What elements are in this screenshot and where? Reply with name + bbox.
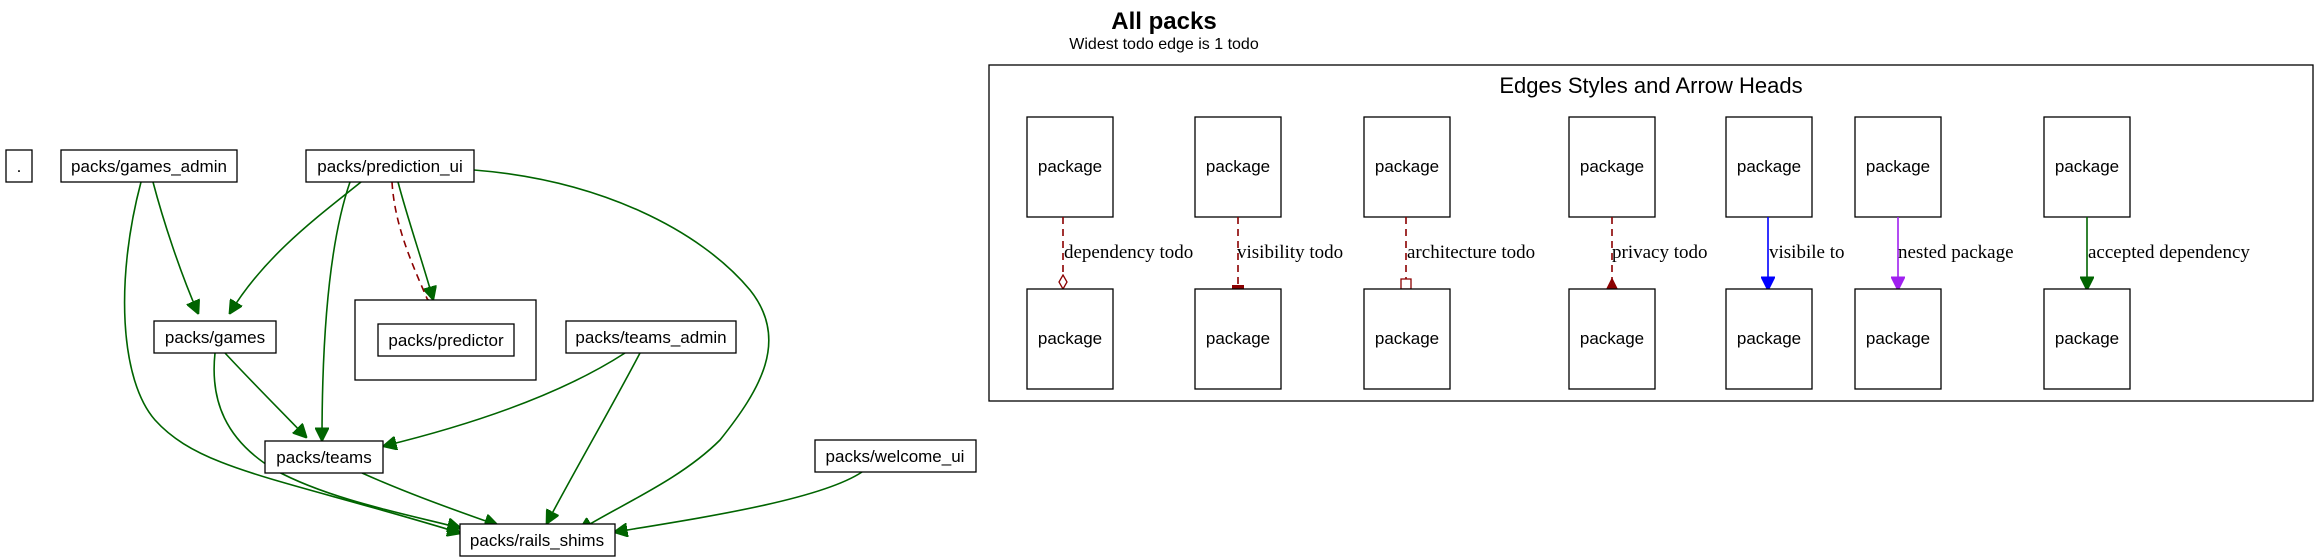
- edge-games-to-teams: [224, 352, 306, 437]
- legend-item-visible-to: package visibile to package: [1725, 116, 1844, 390]
- legend-target-node: [1568, 288, 1656, 390]
- legend-item-architecture-todo: package architecture todo package: [1363, 116, 1535, 390]
- edge-teams-to-rails-shims: [361, 472, 497, 525]
- legend-edge-label: privacy todo: [1612, 242, 1708, 263]
- package-node-games-admin[interactable]: packs/games_admin: [60, 149, 238, 183]
- package-label-root: .: [17, 157, 22, 176]
- legend-edge-label: visibile to: [1769, 242, 1844, 263]
- legend-edge-label: visibility todo: [1237, 242, 1343, 263]
- edge-prediction-ui-to-games: [230, 181, 362, 313]
- legend-source-label: package: [1375, 157, 1439, 176]
- package-label-teams: packs/teams: [276, 448, 371, 467]
- legend-target-node: [1194, 288, 1282, 390]
- edge-games-admin-to-games: [152, 181, 198, 313]
- edge-prediction-ui-to-rails-shims: [473, 169, 770, 530]
- legend-edge-label: architecture todo: [1407, 242, 1535, 263]
- edge-teams-admin-to-teams: [384, 352, 626, 446]
- legend-source-label: package: [1737, 157, 1801, 176]
- legend-source-label: package: [1206, 157, 1270, 176]
- package-label-predictor: packs/predictor: [388, 331, 504, 350]
- package-node-welcome-ui[interactable]: packs/welcome_ui: [814, 439, 977, 473]
- legend-item-dependency-todo: package dependency todo package: [1026, 116, 1193, 390]
- graph-title: All packs: [1111, 8, 1216, 35]
- legend-target-label: package: [1038, 329, 1102, 348]
- legend-source-label: package: [1038, 157, 1102, 176]
- legend-target-label: package: [1737, 329, 1801, 348]
- package-node-root[interactable]: .: [5, 149, 33, 183]
- package-node-predictor[interactable]: packs/predictor: [377, 323, 515, 357]
- legend-target-node: [1026, 288, 1114, 390]
- legend-source-node: [1568, 116, 1656, 218]
- legend-target-node: [1363, 288, 1451, 390]
- legend-edge-label: dependency todo: [1064, 242, 1193, 263]
- legend-target-label: package: [1866, 329, 1930, 348]
- legend-item-accepted-dependency: package accepted dependency package: [2043, 116, 2250, 390]
- edge-prediction-ui-to-teams: [322, 181, 351, 440]
- legend-source-node: [1026, 116, 1114, 218]
- package-label-rails-shims: packs/rails_shims: [470, 531, 604, 550]
- edge-games-admin-to-rails-shims: [123, 181, 460, 533]
- legend-edge-label: accepted dependency: [2088, 242, 2250, 263]
- legend-item-visibility-todo: package visibility todo package: [1194, 116, 1343, 390]
- graph-subtitle: Widest todo edge is 1 todo: [1069, 36, 1259, 53]
- edge-welcome-ui-to-rails-shims: [615, 471, 863, 532]
- legend-item-privacy-todo: package privacy todo package: [1568, 116, 1708, 390]
- legend-source-node: [2043, 116, 2131, 218]
- edge-prediction-ui-to-predictor-todo: [391, 181, 438, 313]
- package-node-prediction-ui[interactable]: packs/prediction_ui: [305, 149, 475, 183]
- legend-target-label: package: [1580, 329, 1644, 348]
- legend-source-label: package: [2055, 157, 2119, 176]
- package-label-welcome-ui: packs/welcome_ui: [826, 447, 965, 466]
- package-node-games[interactable]: packs/games: [153, 320, 277, 354]
- legend-source-label: package: [1580, 157, 1644, 176]
- legend-source-label: package: [1866, 157, 1930, 176]
- legend-item-nested-package: package nested package package: [1854, 116, 2014, 390]
- edge-teams-admin-to-rails-shims: [547, 352, 641, 523]
- legend-edge-label: nested package: [1898, 242, 2014, 263]
- legend-target-node: [1725, 288, 1813, 390]
- legend-source-node: [1363, 116, 1451, 218]
- package-label-games: packs/games: [165, 328, 265, 347]
- legend-source-node: [1725, 116, 1813, 218]
- package-node-teams[interactable]: packs/teams: [264, 440, 384, 474]
- legend-source-node: [1194, 116, 1282, 218]
- package-label-teams-admin: packs/teams_admin: [575, 328, 726, 347]
- package-node-rails-shims[interactable]: packs/rails_shims: [459, 523, 616, 557]
- main-edges: [123, 169, 863, 533]
- package-node-teams-admin[interactable]: packs/teams_admin: [565, 320, 737, 354]
- legend-target-label: package: [1206, 329, 1270, 348]
- package-label-prediction-ui: packs/prediction_ui: [317, 157, 463, 176]
- edge-prediction-ui-to-predictor: [397, 181, 433, 299]
- legend-title: Edges Styles and Arrow Heads: [1499, 73, 1802, 98]
- legend-target-label: package: [1375, 329, 1439, 348]
- package-label-games-admin: packs/games_admin: [71, 157, 227, 176]
- legend-target-node: [2043, 288, 2131, 390]
- legend-target-label: package: [2055, 329, 2119, 348]
- legend-target-node: [1854, 288, 1942, 390]
